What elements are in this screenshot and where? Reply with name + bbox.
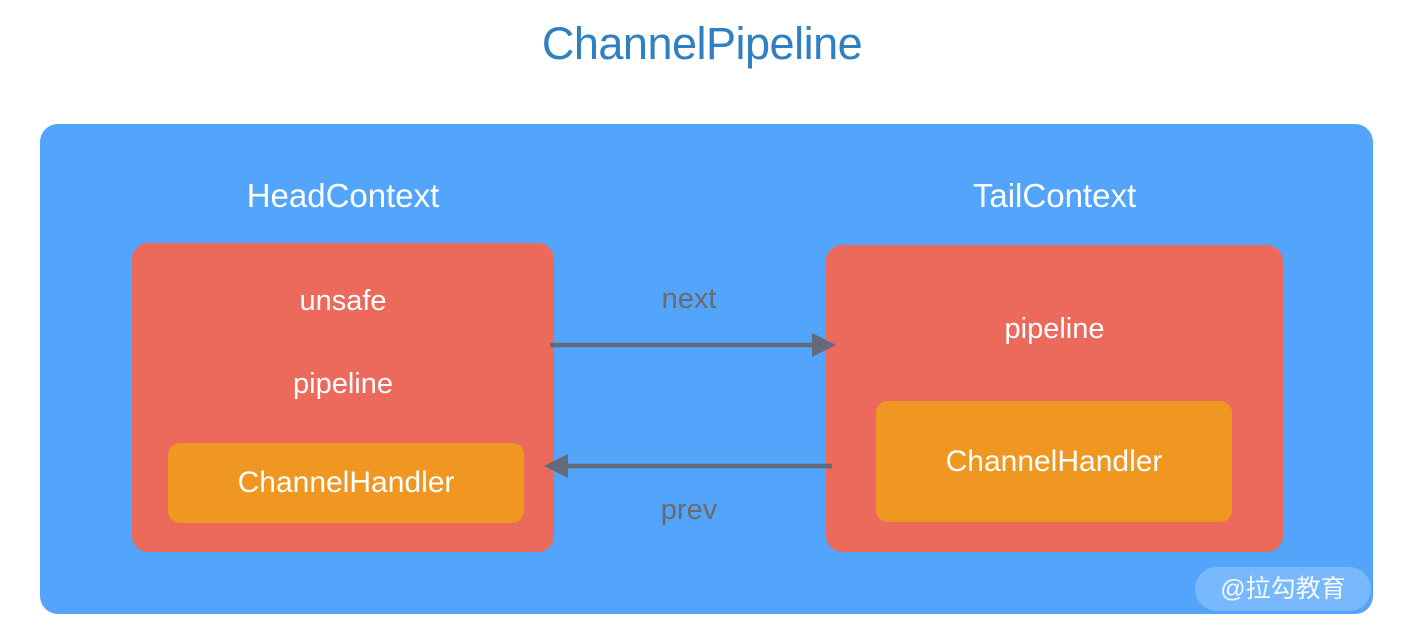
watermark-label: @拉勾教育	[1220, 575, 1346, 603]
head-context-field-pipeline: pipeline	[293, 368, 393, 400]
context-link-arrows	[544, 333, 836, 478]
page-title: ChannelPipeline	[541, 18, 863, 69]
tail-context-field-pipeline: pipeline	[1004, 313, 1105, 345]
head-context-channel-handler-label: ChannelHandler	[237, 466, 455, 499]
tail-context-channel-handler-label: ChannelHandler	[945, 444, 1163, 478]
next-arrow-label: next	[661, 283, 717, 315]
head-context-channel-handler-box: ChannelHandler	[168, 443, 524, 523]
next-arrow-icon	[550, 333, 836, 357]
head-context-title: HeadContext	[246, 177, 440, 214]
watermark-badge: @拉勾教育	[1195, 567, 1371, 611]
tail-context-title: TailContext	[972, 177, 1137, 214]
prev-arrow-icon	[544, 454, 832, 478]
prev-arrow-label: prev	[660, 494, 718, 526]
tail-context-channel-handler-box: ChannelHandler	[876, 401, 1232, 522]
head-context-field-unsafe: unsafe	[299, 285, 387, 317]
